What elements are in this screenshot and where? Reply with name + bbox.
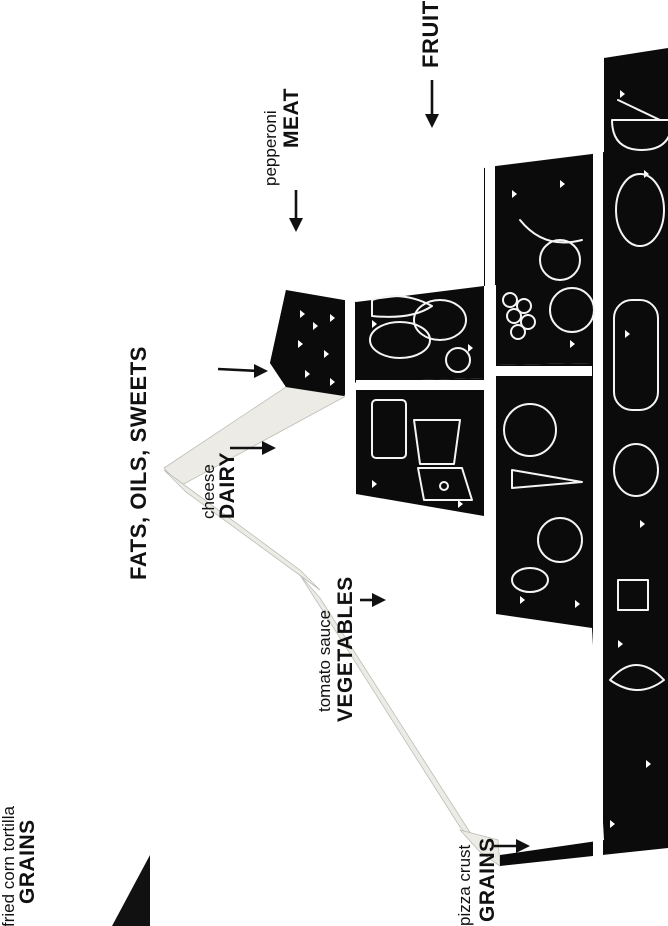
cell-vegetables xyxy=(496,378,592,628)
arrow-grains-top-head xyxy=(112,855,150,926)
arrow-meat-head xyxy=(289,218,303,232)
label-pepperoni: pepperoni xyxy=(261,110,280,186)
arrow-grains-bottom-head xyxy=(516,839,530,853)
label-grains-top: GRAINS xyxy=(16,819,39,904)
pyramid-front xyxy=(270,48,668,866)
label-fats-oils-sweets: FATS, OILS, SWEETS xyxy=(126,346,151,580)
label-vegetables: VEGETABLES xyxy=(334,576,357,722)
label-fruit: FRUIT xyxy=(418,0,443,68)
label-grains-bottom: GRAINS xyxy=(476,837,499,922)
label-tomato-sauce: tomato sauce xyxy=(315,610,334,712)
label-pizza-crust: pizza crust xyxy=(455,844,474,926)
label-dairy: DAIRY xyxy=(216,452,239,519)
arrow-dairy-head xyxy=(262,441,276,455)
side-face-tier-1 xyxy=(164,387,346,486)
apex-tip xyxy=(270,290,286,387)
cell-dairy xyxy=(356,392,484,516)
side-face-tier-2 xyxy=(164,470,320,590)
arrow-fats-head xyxy=(254,364,268,378)
arrow-vegetables-head xyxy=(372,593,386,607)
arrow-fruit-head xyxy=(425,114,439,128)
arrow-fats xyxy=(218,369,258,371)
label-meat: MEAT xyxy=(280,88,303,148)
